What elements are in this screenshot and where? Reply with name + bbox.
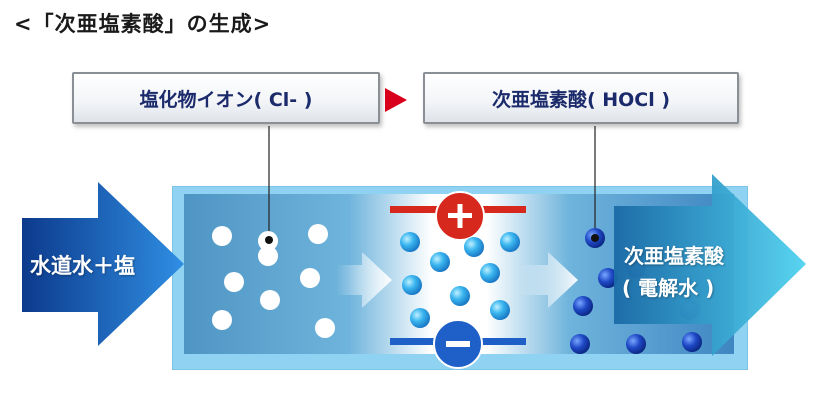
input-label: 水道水＋塩 (30, 254, 135, 278)
leader-dot-left (265, 236, 273, 244)
minus-symbol (446, 341, 470, 347)
chloride-ion (315, 318, 335, 338)
chloride-ions (212, 224, 335, 338)
input-arrow-icon (22, 182, 184, 346)
chloride-ion (300, 268, 320, 288)
plus-symbol (457, 204, 463, 228)
output-label-line2: ( 電解水 ) (622, 276, 715, 300)
output-label-line1: 次亜塩素酸 (624, 244, 724, 268)
transform-arrow-icon (385, 88, 407, 112)
chloride-ion (224, 272, 244, 292)
hypochlorous-ions (570, 228, 702, 354)
electrolysis-ions (400, 232, 520, 328)
chloride-ion (212, 310, 232, 330)
flow-arrow-icon (336, 252, 392, 308)
page-title: <「次亜塩素酸」の生成> (14, 12, 272, 36)
chloride-ion (260, 290, 280, 310)
output-arrow-icon (614, 174, 806, 356)
hypochlorous-acid-label: 次亜塩素酸( HOCl ) (491, 88, 671, 111)
chloride-ion (308, 224, 328, 244)
chloride-ion (258, 246, 278, 266)
chloride-ion-callout: 塩化物イオン( Cl- ) (72, 72, 380, 124)
leader-dot-right (591, 234, 599, 242)
flow-arrow-icon (520, 252, 578, 308)
chloride-ion (212, 226, 232, 246)
chloride-ion-label: 塩化物イオン( Cl- ) (139, 88, 313, 111)
hypochlorous-acid-callout: 次亜塩素酸( HOCl ) (423, 72, 739, 124)
